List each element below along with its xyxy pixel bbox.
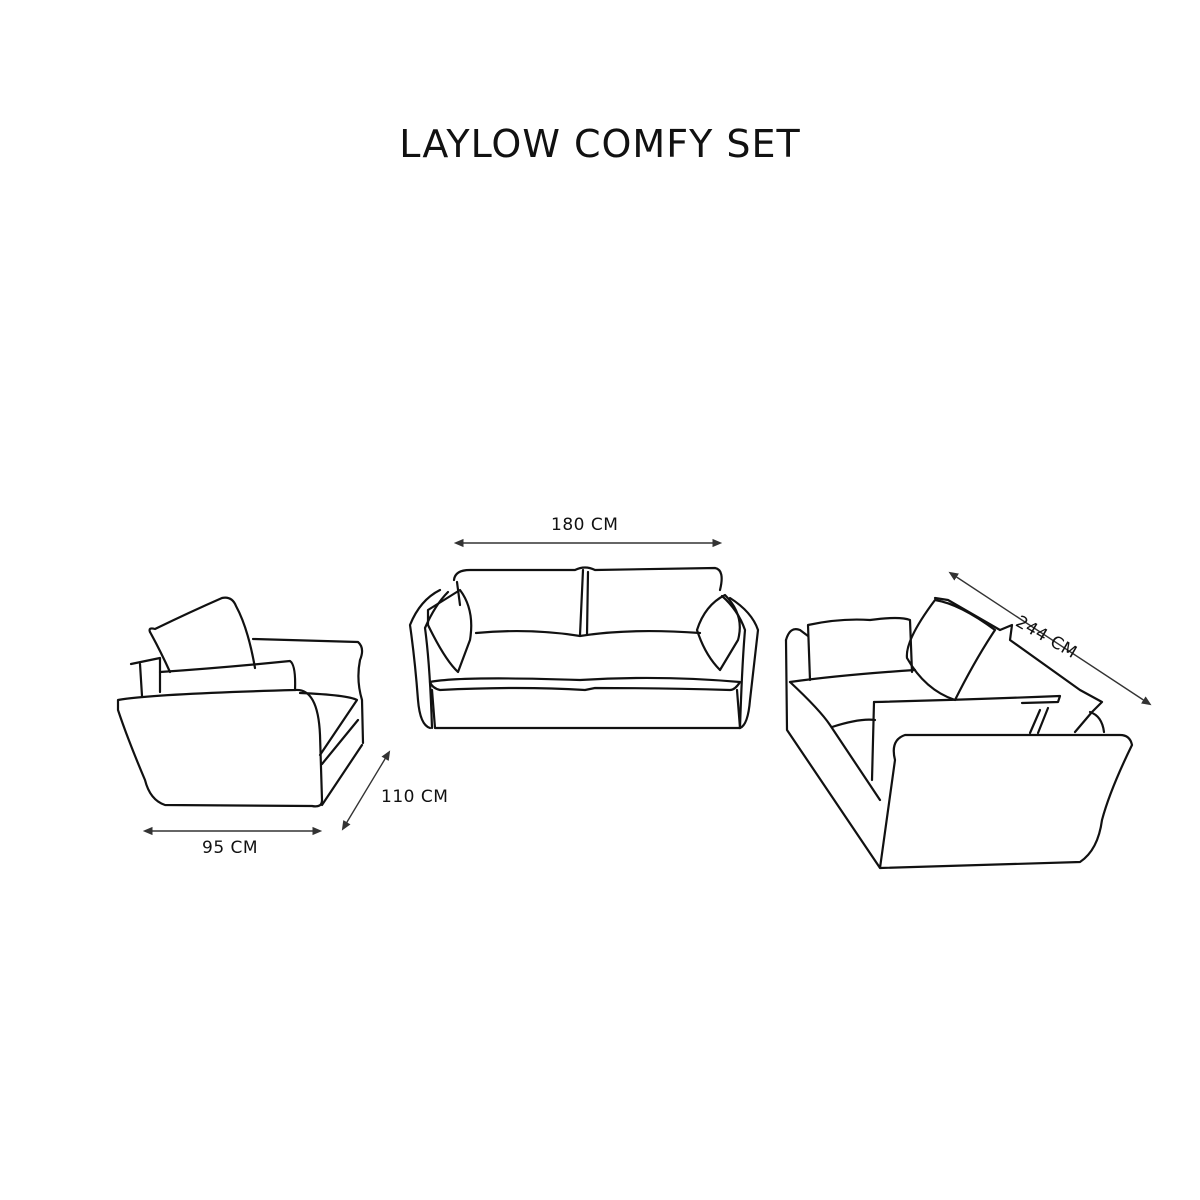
armchair-depth-label: 110 CM: [381, 787, 449, 807]
two-seater-width-label: 180 CM: [551, 515, 619, 535]
armchair-width-label: 95 CM: [202, 838, 259, 858]
armchair-drawing: [116, 596, 391, 836]
page-title: LAYLOW COMFY SET: [399, 122, 801, 166]
two-seater-sofa-drawing: [408, 538, 760, 730]
three-seater-sofa-drawing: [784, 571, 1152, 870]
